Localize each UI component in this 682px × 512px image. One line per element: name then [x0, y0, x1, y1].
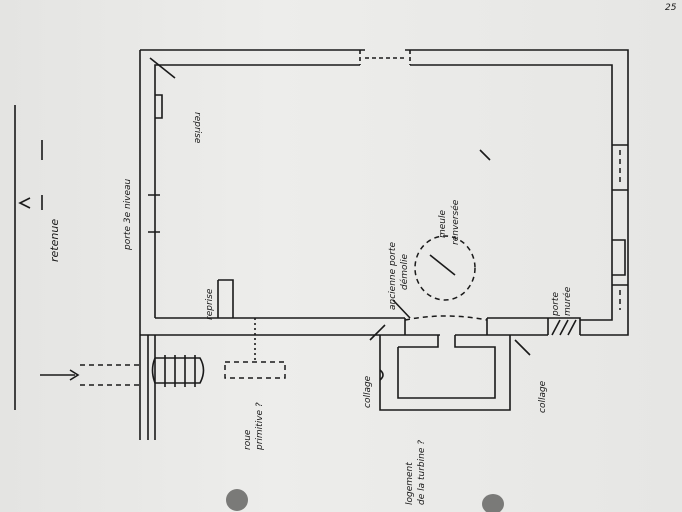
porte-muree-hatch: [551, 319, 577, 336]
label-collage-right: collage: [538, 380, 548, 413]
label-muree: murée: [562, 286, 573, 316]
punch-hole: [482, 494, 504, 512]
label-renversee: renversée: [450, 199, 461, 245]
page-number: 25: [665, 3, 677, 13]
label-meule: meule: [438, 209, 448, 238]
label-collage-left: collage: [363, 375, 373, 408]
label-reprise-top: reprise: [192, 112, 202, 144]
leader-arrows: [14, 57, 531, 410]
punch-hole: [226, 489, 248, 511]
label-primitive: primitive ?: [255, 402, 265, 451]
label-de-la-turbine: de la turbine ?: [417, 440, 427, 505]
label-roue: roue: [243, 429, 253, 450]
turbine-housing: [379, 335, 511, 411]
meule-circle: [414, 235, 476, 301]
building-walls: [139, 49, 629, 440]
label-retenue: retenue: [48, 219, 61, 262]
channel: [80, 318, 286, 440]
label-demolie: démolie: [399, 253, 410, 290]
label-ancienne-porte: ancienne porte: [388, 242, 398, 310]
label-logement: logement: [405, 462, 415, 505]
label-porte: porte: [551, 292, 561, 317]
label-porte-3e-niveau: porte 3e niveau: [123, 178, 133, 251]
label-reprise-left: reprise: [205, 288, 215, 320]
roue-primitive-outline: [224, 361, 286, 379]
